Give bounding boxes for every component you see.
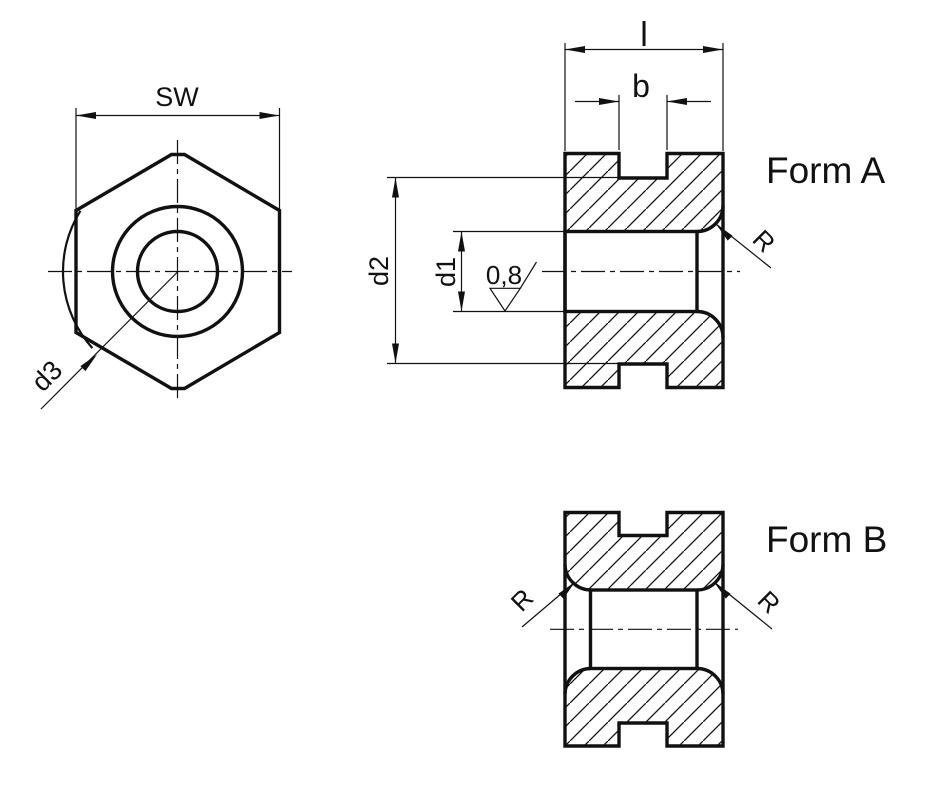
section-form-b: R R Form B	[505, 510, 887, 748]
d1-dimension: d1	[431, 230, 565, 313]
r-label-form-b-right: R	[752, 585, 786, 619]
d2-dimension: d2	[364, 176, 619, 365]
bore-circle	[135, 229, 220, 314]
r-arrowhead-form-a	[716, 224, 733, 241]
b-arrow-right	[667, 98, 687, 105]
roughness-leg	[519, 261, 538, 289]
form-b-lower-hatch	[565, 668, 723, 746]
form-b-upper-hatch	[565, 512, 723, 591]
form-b-title: Form B	[766, 519, 887, 560]
sw-dimension: SW	[75, 82, 281, 211]
r-leader-form-a: R	[715, 223, 781, 269]
d2-arrow-top	[392, 177, 399, 198]
outer-circle	[110, 204, 245, 339]
b-arrow-left	[599, 98, 619, 105]
form-b-fillet-bottom-right	[696, 666, 725, 695]
d1-arrow-bottom	[458, 291, 465, 312]
surface-roughness-symbol: 0,8	[486, 260, 538, 313]
form-b-outline	[563, 510, 725, 748]
d3-leader-line	[40, 271, 178, 410]
front-view: SW d3	[26, 82, 292, 410]
form-b-bore-outline	[588, 588, 699, 671]
l-label: l	[640, 16, 648, 54]
d2-label: d2	[364, 256, 394, 286]
d1-arrow-top	[458, 231, 465, 252]
sw-arrow-right	[259, 112, 280, 119]
l-arrow-right	[703, 46, 723, 53]
form-a-upper-hatch	[565, 153, 723, 232]
r-arrowhead-form-b-left	[558, 582, 575, 599]
roughness-value: 0,8	[486, 260, 522, 290]
form-b-fillet-bottom-left	[563, 666, 591, 695]
form-b-fillet-top-left	[563, 564, 591, 592]
hexagon-outline	[74, 152, 282, 391]
d3-leader: d3	[26, 271, 178, 410]
l-arrow-left	[565, 46, 585, 53]
d2-arrow-bottom	[392, 343, 399, 364]
form-a-fillet-top-right	[696, 205, 725, 234]
roughness-triangle	[488, 287, 522, 313]
r-arrowhead-form-b-right	[714, 582, 731, 599]
l-dimension: l	[564, 16, 724, 151]
r-leader-form-b-right: R	[713, 581, 786, 630]
d1-label: d1	[431, 257, 461, 287]
form-a-bore-outline	[563, 229, 699, 314]
b-dimension: b	[575, 68, 711, 150]
form-a-fillet-bottom-right	[696, 309, 725, 338]
d3-circle-arc	[61, 210, 94, 349]
section-form-a: l b d2 d1	[364, 16, 886, 390]
r-label-form-b-left: R	[505, 583, 539, 617]
sw-arrow-left	[76, 112, 96, 119]
b-label: b	[632, 68, 650, 104]
form-a-lower-hatch	[565, 311, 723, 388]
d3-label: d3	[26, 355, 68, 397]
d3-arrowhead	[80, 354, 97, 372]
form-a-title: Form A	[766, 150, 886, 191]
sw-label: SW	[155, 82, 199, 112]
